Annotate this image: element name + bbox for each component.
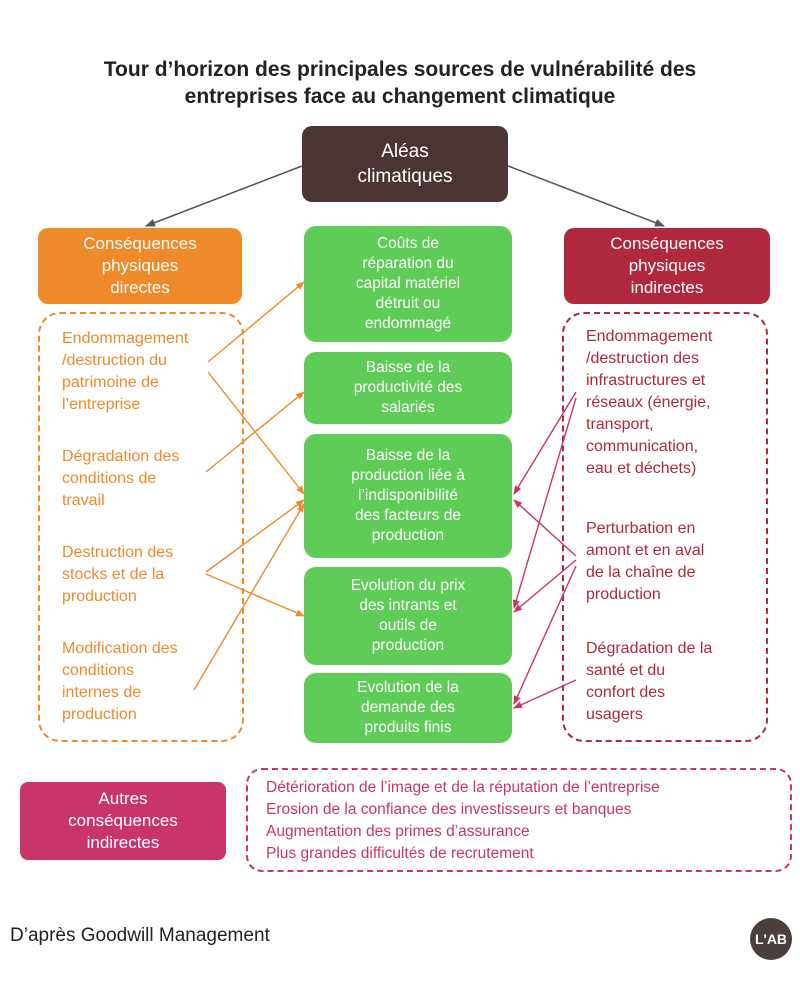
arrow-internal-to-production bbox=[193, 503, 305, 691]
other-consequences-list: Détérioration de l’image et de la réputa… bbox=[246, 768, 792, 872]
arrow-damage-to-production bbox=[207, 371, 305, 495]
arrow-aleas-to-indirect bbox=[507, 165, 665, 227]
arrow-health-to-demand bbox=[513, 679, 577, 709]
arrow-supply-to-production bbox=[513, 499, 577, 557]
other-item: Erosion de la confiance des investisseur… bbox=[266, 801, 632, 818]
impact-box-input-prices: Evolution du prix des intrants et outils… bbox=[304, 567, 512, 665]
other-item: Plus grandes difficultés de recrutement bbox=[266, 845, 534, 862]
direct-item-working-conditions: Dégradation des conditions de travail bbox=[62, 448, 180, 509]
arrow-supply-to-demand bbox=[513, 565, 577, 705]
other-item: Détérioration de l’image et de la réputa… bbox=[266, 779, 660, 796]
indirect-consequences-header: Conséquences physiques indirectes bbox=[564, 228, 770, 304]
arrow-aleas-to-direct bbox=[145, 165, 303, 227]
indirect-item-supply-chain: Perturbation en amont et en aval de la c… bbox=[586, 520, 705, 603]
indirect-consequences-list: Endommagement /destruction des infrastru… bbox=[562, 312, 768, 742]
arrow-stocks-to-production bbox=[205, 499, 305, 573]
diagram-title: Tour d’horizon des principales sources d… bbox=[103, 58, 697, 108]
impact-box-productivity: Baisse de la productivité des salariés bbox=[304, 352, 512, 424]
direct-consequences-list: Endommagement /destruction du patrimoine… bbox=[38, 312, 244, 742]
arrow-damage-to-repair bbox=[207, 281, 305, 363]
other-item: Augmentation des primes d’assurance bbox=[266, 823, 530, 840]
other-consequences-header: Autres conséquences indirectes bbox=[20, 782, 226, 860]
arrow-infra-to-production bbox=[513, 391, 577, 495]
arrow-supply-to-prices bbox=[513, 559, 577, 613]
indirect-item-infrastructure: Endommagement /destruction des infrastru… bbox=[586, 328, 713, 477]
direct-consequences-header: Conséquences physiques directes bbox=[38, 228, 242, 304]
indirect-item-health: Dégradation de la santé et du confort de… bbox=[586, 640, 713, 723]
aleas-climatiques-box: Aléas climatiques bbox=[302, 126, 508, 202]
impact-box-repair-costs: Coûts de réparation du capital matériel … bbox=[304, 226, 512, 342]
arrow-infra-to-prices bbox=[512, 397, 577, 609]
arrow-stocks-to-prices bbox=[205, 573, 305, 617]
impact-box-production: Baisse de la production liée à l’indispo… bbox=[304, 434, 512, 558]
source-credit: D’après Goodwill Management bbox=[10, 925, 270, 946]
impact-box-demand: Evolution de la demande des produits fin… bbox=[304, 673, 512, 743]
arrow-conditions-to-productivity bbox=[205, 391, 305, 473]
direct-item-stocks: Destruction des stocks et de la producti… bbox=[62, 544, 174, 605]
direct-item-damage: Endommagement /destruction du patrimoine… bbox=[62, 330, 189, 413]
lab-logo: L'AB bbox=[750, 918, 792, 960]
direct-item-internal-conditions: Modification des conditions internes de … bbox=[62, 640, 178, 723]
